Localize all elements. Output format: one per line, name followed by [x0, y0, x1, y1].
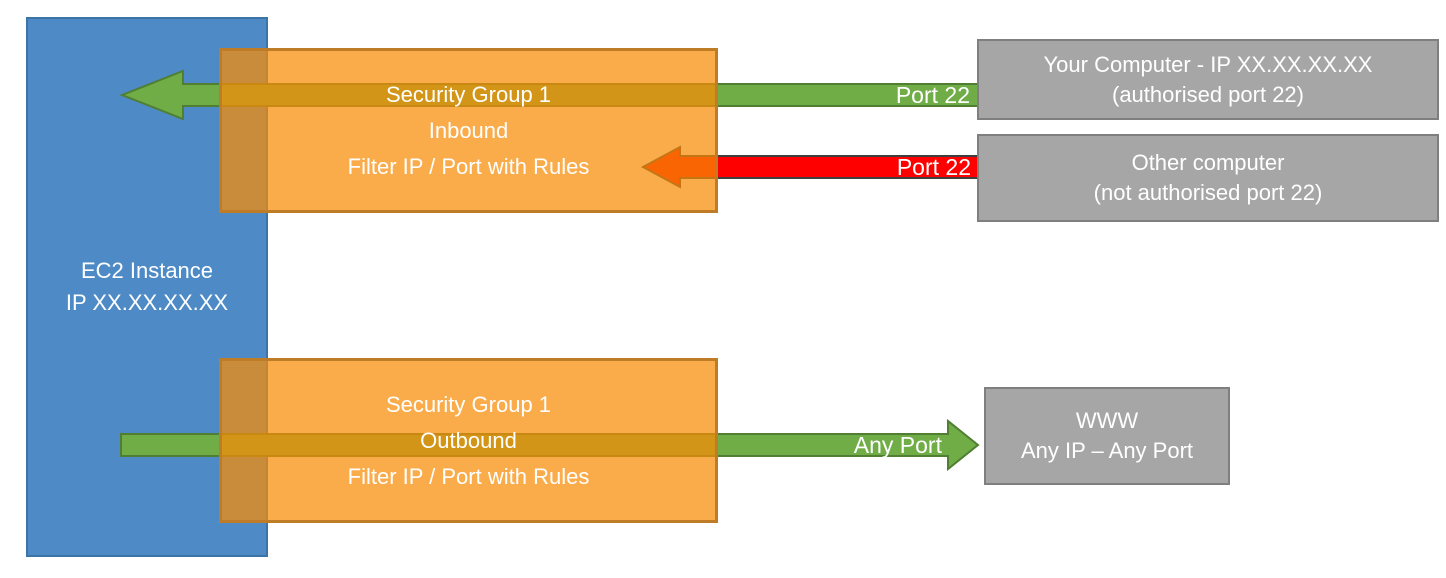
outbound-port-label: Any Port: [853, 432, 942, 458]
inbound-blocked-port-label: Port 22: [896, 154, 971, 180]
www-note: Any IP – Any Port: [1020, 438, 1194, 463]
ec2-instance-title: EC2 Instance: [80, 258, 214, 283]
other-computer-note: (not authorised port 22): [1093, 180, 1323, 205]
security-group-inbound-box: Security Group 1 Inbound Filter IP / Por…: [219, 48, 718, 213]
sg-outbound-description: Filter IP / Port with Rules: [347, 463, 590, 489]
your-computer-box: Your Computer - IP XX.XX.XX.XX (authoris…: [977, 39, 1439, 120]
www-box: WWW Any IP – Any Port: [984, 387, 1230, 485]
other-computer-box: Other computer (not authorised port 22): [977, 134, 1439, 222]
sg-inbound-description: Filter IP / Port with Rules: [347, 153, 590, 179]
sg-outbound-title: Security Group 1: [385, 391, 552, 417]
ec2-instance-ip: IP XX.XX.XX.XX: [65, 290, 229, 315]
www-title: WWW: [1075, 408, 1139, 433]
other-computer-title: Other computer: [1131, 150, 1285, 175]
sg-inbound-title: Security Group 1: [385, 81, 552, 107]
sg-outbound-direction: Outbound: [420, 427, 517, 453]
security-group-outbound-box: Security Group 1 Outbound Filter IP / Po…: [219, 358, 718, 523]
your-computer-note: (authorised port 22): [1112, 81, 1304, 107]
your-computer-title: Your Computer - IP XX.XX.XX.XX: [1043, 51, 1373, 77]
inbound-allowed-port-label: Port 22: [895, 82, 970, 108]
sg-inbound-direction: Inbound: [428, 117, 509, 143]
